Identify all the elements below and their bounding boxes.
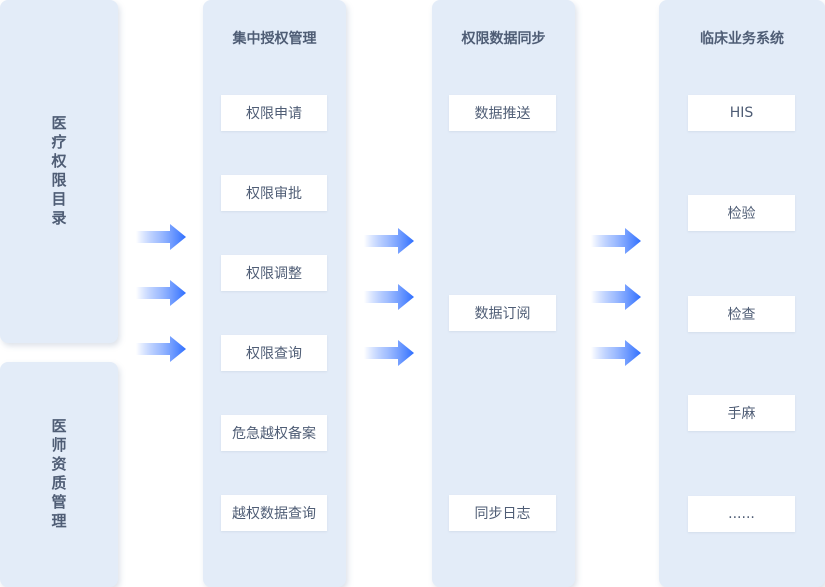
central-authorization-panel: 集中授权管理 权限申请 权限审批 权限调整 权限查询 危急越权备案 越权数据查询 — [203, 0, 346, 587]
arrow-right-icon — [364, 340, 414, 366]
permission-catalog-panel: 医疗权限目录 — [0, 0, 118, 343]
item-emergency-override-record[interactable]: 危急越权备案 — [221, 415, 327, 451]
permission-sync-title: 权限数据同步 — [461, 31, 546, 47]
item-data-subscribe[interactable]: 数据订阅 — [449, 295, 556, 331]
item-permission-apply[interactable]: 权限申请 — [221, 95, 327, 131]
item-his[interactable]: HIS — [688, 95, 795, 131]
arrow-right-icon — [364, 228, 414, 254]
item-sync-log[interactable]: 同步日志 — [449, 495, 556, 531]
permission-catalog-label: 医疗权限目录 — [49, 114, 68, 229]
clinical-systems-title: 临床业务系统 — [700, 31, 784, 47]
item-data-push[interactable]: 数据推送 — [449, 95, 556, 131]
arrow-right-icon — [591, 228, 641, 254]
item-lab[interactable]: 检验 — [688, 195, 795, 231]
arrow-right-icon — [136, 224, 186, 250]
physician-qualification-label: 医师资质管理 — [49, 417, 68, 532]
item-anesthesia[interactable]: 手麻 — [688, 395, 795, 431]
item-override-data-query[interactable]: 越权数据查询 — [221, 495, 327, 531]
central-authorization-title: 集中授权管理 — [232, 31, 317, 47]
permission-sync-panel: 权限数据同步 数据推送 数据订阅 同步日志 — [432, 0, 575, 587]
arrow-right-icon — [364, 284, 414, 310]
arrow-right-icon — [591, 340, 641, 366]
item-exam[interactable]: 检查 — [688, 296, 795, 332]
physician-qualification-panel: 医师资质管理 — [0, 362, 118, 587]
item-more[interactable]: ...... — [688, 496, 795, 532]
arrow-right-icon — [136, 336, 186, 362]
clinical-systems-panel: 临床业务系统 HIS 检验 检查 手麻 ...... — [659, 0, 825, 587]
arrow-right-icon — [591, 284, 641, 310]
arrow-right-icon — [136, 280, 186, 306]
item-permission-approve[interactable]: 权限审批 — [221, 175, 327, 211]
item-permission-query[interactable]: 权限查询 — [221, 335, 327, 371]
item-permission-adjust[interactable]: 权限调整 — [221, 255, 327, 291]
